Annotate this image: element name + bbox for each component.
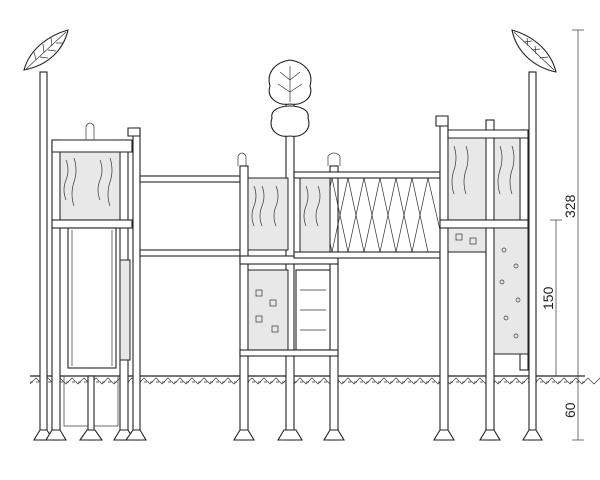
tree-lower-leaf-icon <box>270 105 310 137</box>
dimension-label-platform: 150 <box>540 286 556 310</box>
left-leaf-pole <box>23 29 69 441</box>
ground-line <box>29 375 600 385</box>
left-bridge-rails <box>139 175 241 257</box>
dimension-platform-height: 150 <box>540 219 562 376</box>
right-tower <box>433 115 529 441</box>
middle-tower <box>233 152 345 441</box>
dimension-label-foundation: 60 <box>562 402 578 418</box>
right-leaf-pole <box>511 29 557 441</box>
dimension-foundation-depth: 60 <box>562 376 584 441</box>
left-center-post <box>124 127 147 441</box>
rope-bridge <box>293 171 441 259</box>
dimension-total-height: 328 <box>562 29 584 377</box>
dimension-label-total: 328 <box>562 194 578 218</box>
left-tower <box>45 122 135 441</box>
